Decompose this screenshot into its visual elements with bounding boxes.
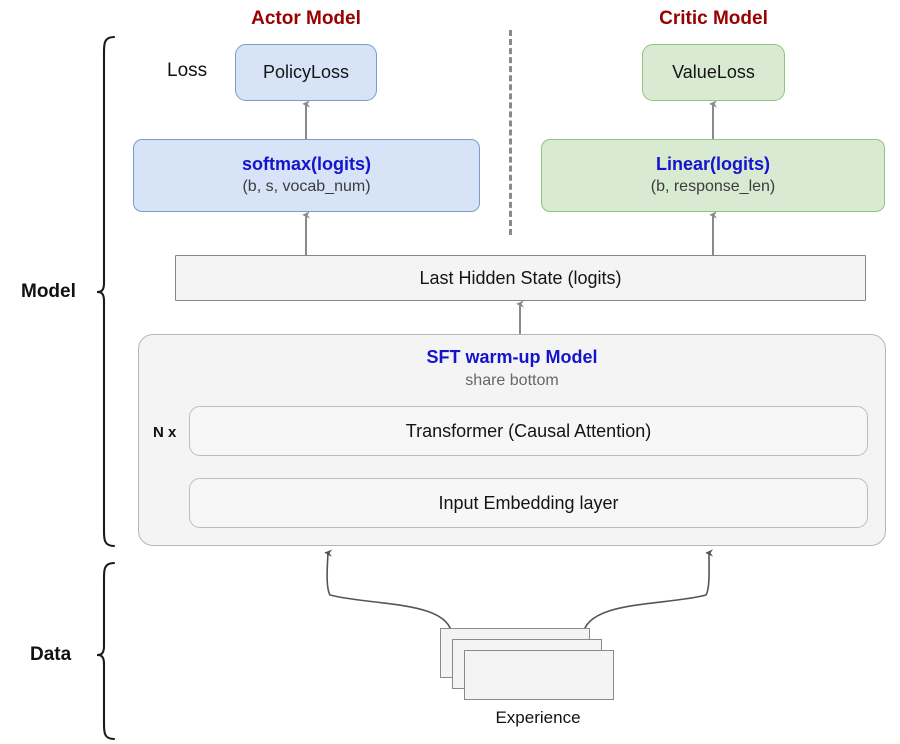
policy-loss-label: PolicyLoss — [262, 62, 350, 83]
actor-head-shape: (b, s, vocab_num) — [242, 178, 371, 196]
sft-backbone-subtitle: share bottom — [465, 371, 559, 389]
sft-backbone-container[interactable]: SFT warm-up Model share bottom N x Trans… — [138, 334, 886, 546]
transformer-box[interactable]: Transformer (Causal Attention) — [189, 406, 868, 456]
value-loss-box[interactable]: ValueLoss — [642, 44, 785, 101]
last-hidden-state-box[interactable]: Last Hidden State (logits) — [175, 255, 866, 301]
last-hidden-state-label: Last Hidden State (logits) — [419, 267, 622, 288]
actor-head-label: softmax(logits) — [241, 154, 371, 175]
critic-model-title: Critic Model — [659, 8, 768, 29]
sft-backbone-title: SFT warm-up Model — [426, 347, 598, 367]
policy-loss-box[interactable]: PolicyLoss — [235, 44, 377, 101]
input-embedding-box[interactable]: Input Embedding layer — [189, 478, 868, 528]
experience-card-front[interactable] — [464, 650, 614, 700]
actor-model-title: Actor Model — [251, 8, 361, 29]
critic-head-box[interactable]: Linear(logits) (b, response_len) — [541, 139, 885, 212]
transformer-label: Transformer (Causal Attention) — [405, 420, 652, 441]
value-loss-label: ValueLoss — [672, 62, 755, 83]
actor-critic-divider — [509, 30, 512, 235]
repeat-count-label: N x — [153, 424, 177, 441]
loss-row-label: Loss — [167, 60, 208, 81]
critic-head-shape: (b, response_len) — [650, 178, 776, 196]
input-embedding-label: Input Embedding layer — [438, 492, 619, 513]
actor-head-box[interactable]: softmax(logits) (b, s, vocab_num) — [133, 139, 480, 212]
data-bracket-label: Data — [30, 644, 72, 665]
model-bracket-label: Model — [21, 281, 76, 302]
critic-head-label: Linear(logits) — [655, 154, 770, 175]
experience-caption: Experience — [495, 708, 581, 727]
